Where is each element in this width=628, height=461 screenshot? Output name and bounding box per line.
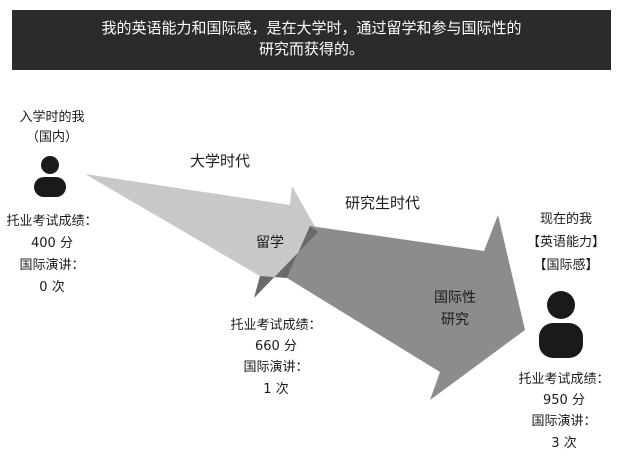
middle-speech-count: 1 次 bbox=[263, 382, 289, 397]
current-speech-count: 3 次 bbox=[551, 436, 577, 451]
graduate-arrow bbox=[287, 215, 525, 400]
start-speech-label: 国际演讲： bbox=[19, 258, 85, 273]
current-toefl-score: 950 分 bbox=[543, 393, 585, 408]
current-tag-global: 【国际感】 bbox=[533, 258, 599, 273]
current-speech-label: 国际演讲： bbox=[531, 414, 597, 429]
start-person-icon bbox=[34, 156, 66, 197]
research-label-line-2: 研究 bbox=[441, 312, 469, 328]
header-banner: 我的英语能力和国际感，是在大学时，通过留学和参与国际性的 研究而获得的。 bbox=[12, 10, 611, 70]
start-subtitle: （国内） bbox=[25, 130, 78, 145]
start-toefl-label: 托业考试成绩： bbox=[6, 214, 98, 229]
university-arrow bbox=[85, 174, 318, 298]
middle-speech-label: 国际演讲： bbox=[243, 360, 309, 375]
current-toefl-label: 托业考试成绩： bbox=[518, 372, 610, 387]
current-person-icon bbox=[539, 291, 583, 358]
study-abroad-label: 留学 bbox=[256, 235, 284, 251]
start-toefl-score: 400 分 bbox=[31, 236, 73, 251]
start-speech-count: 0 次 bbox=[39, 280, 65, 295]
current-tag-english: 【英语能力】 bbox=[526, 235, 605, 250]
current-title: 现在的我 bbox=[539, 212, 592, 227]
banner-line-1: 我的英语能力和国际感，是在大学时，通过留学和参与国际性的 bbox=[101, 19, 522, 37]
university-era-label: 大学时代 bbox=[190, 152, 251, 170]
banner-line-2: 研究而获得的。 bbox=[258, 40, 364, 58]
middle-toefl-score: 660 分 bbox=[255, 339, 297, 354]
start-title: 入学时的我 bbox=[19, 110, 85, 125]
overlap-shade bbox=[254, 226, 318, 298]
middle-toefl-label: 托业考试成绩： bbox=[230, 318, 322, 333]
research-label-line-1: 国际性 bbox=[434, 290, 476, 306]
graduate-era-label: 研究生时代 bbox=[345, 194, 421, 212]
